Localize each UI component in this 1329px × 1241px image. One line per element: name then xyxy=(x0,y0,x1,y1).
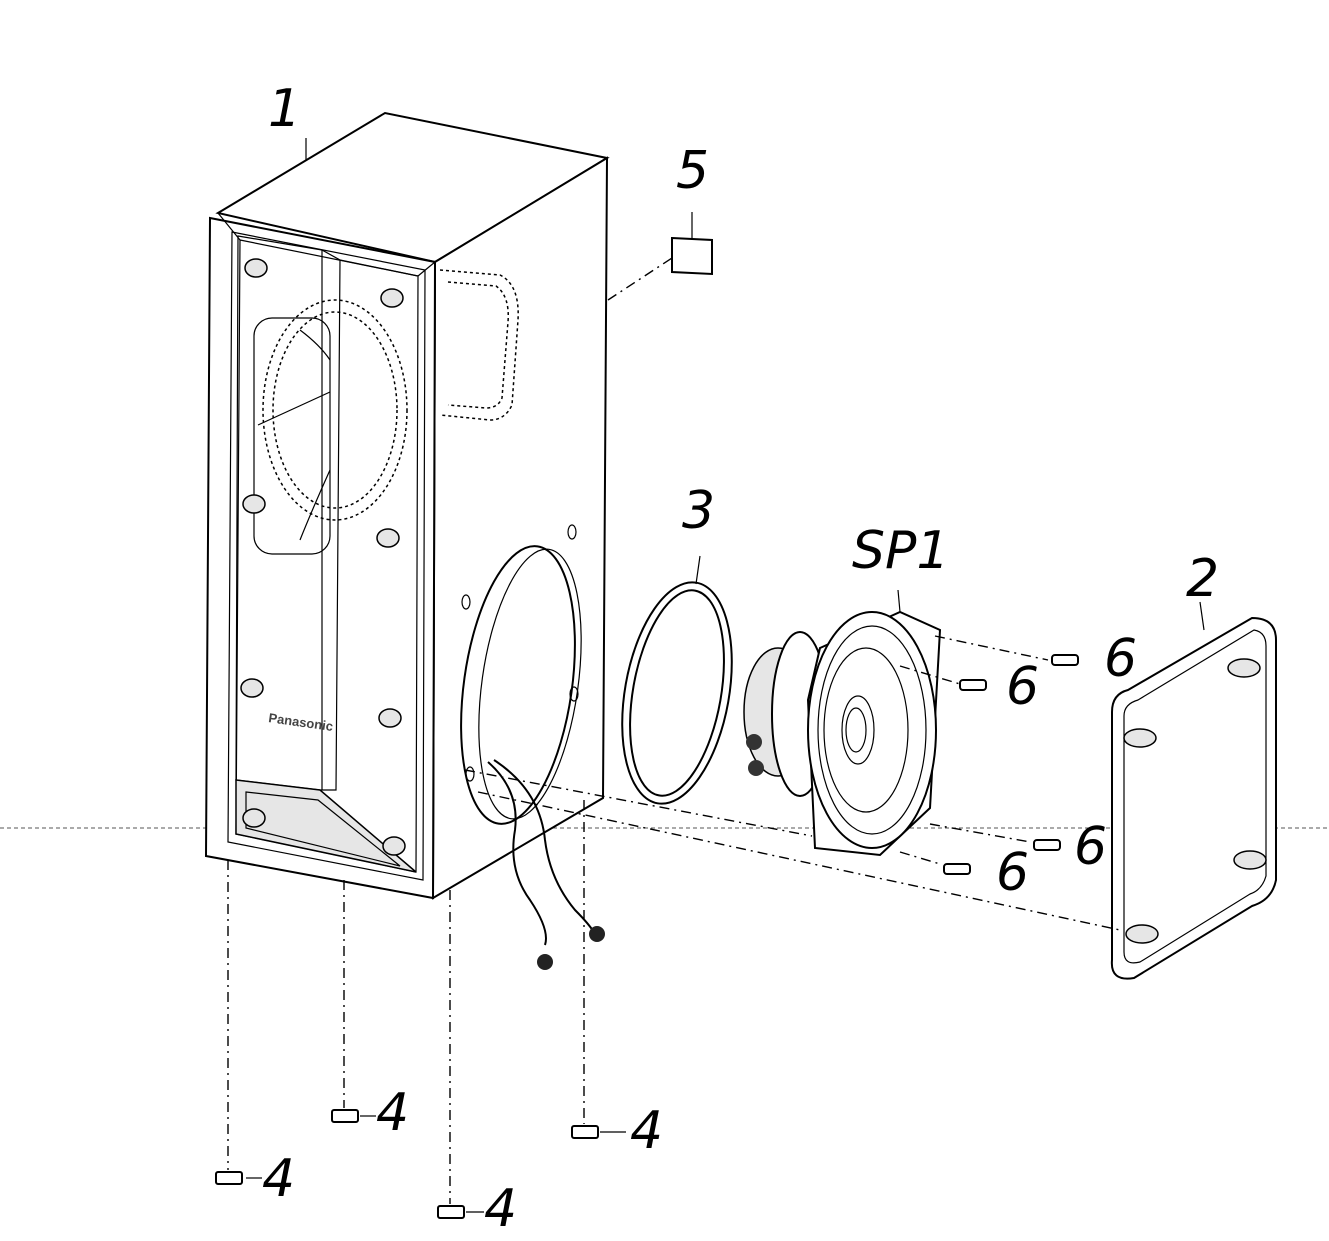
screws-6 xyxy=(899,635,1079,875)
callout-1: 1 xyxy=(268,79,301,139)
back-panel-bosses xyxy=(1123,658,1267,944)
callout-sp1: SP1 xyxy=(852,521,949,581)
callout-6d: 6 xyxy=(996,843,1029,903)
speaker-driver xyxy=(743,589,942,857)
callout-3: 3 xyxy=(682,481,715,541)
gasket xyxy=(621,555,733,805)
callout-6c: 6 xyxy=(1074,817,1107,877)
callout-4d: 4 xyxy=(630,1101,663,1161)
assembly-line-bottom xyxy=(464,769,813,837)
callout-4b: 4 xyxy=(376,1083,409,1143)
callout-5: 5 xyxy=(676,141,709,201)
callout-2: 2 xyxy=(1186,549,1219,609)
feet xyxy=(215,800,599,1219)
leader-lines xyxy=(246,138,626,1213)
callout-6a: 6 xyxy=(1104,629,1137,689)
cabinet: Panasonic xyxy=(204,111,610,970)
callout-4a: 4 xyxy=(262,1149,295,1209)
cabinet-screws xyxy=(240,258,406,856)
callout-4c: 4 xyxy=(484,1179,517,1236)
callout-6b: 6 xyxy=(1006,657,1039,717)
label-part xyxy=(607,212,713,301)
back-panel xyxy=(1110,601,1277,980)
